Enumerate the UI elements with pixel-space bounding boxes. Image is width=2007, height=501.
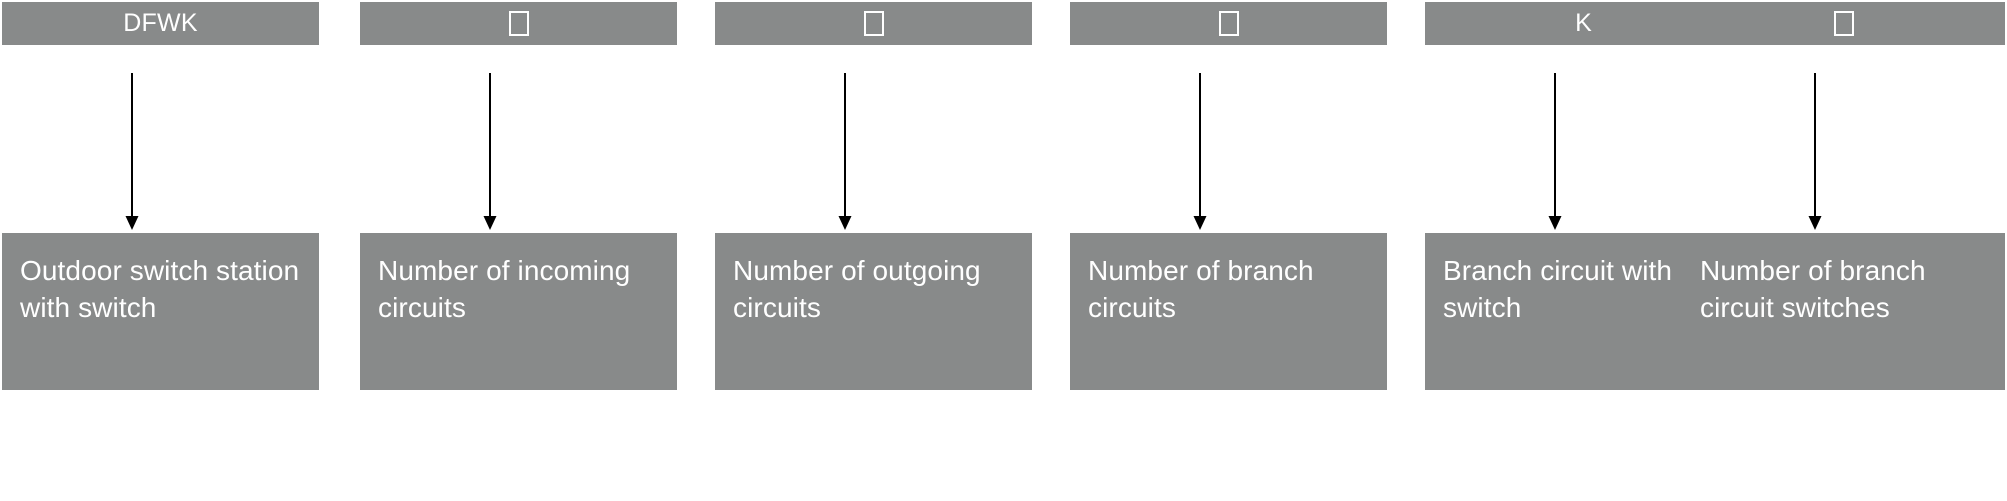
body-box-6[interactable]: Number of branch circuit switches <box>1682 233 2005 390</box>
body-box-1[interactable]: Outdoor switch station with switch <box>2 233 319 390</box>
down-arrow-5 <box>1548 73 1562 231</box>
body-box-3[interactable]: Number of outgoing circuits <box>715 233 1032 390</box>
body-label-6: Number of branch circuit switches <box>1700 255 1926 323</box>
diagram-column-6: □ Number of branch circuit switches <box>1682 0 2005 501</box>
header-box-1[interactable]: DFWK <box>2 2 319 45</box>
header-box-3[interactable]: □ <box>715 2 1032 45</box>
body-label-5: Branch circuit with switch <box>1443 255 1673 323</box>
header-box-4[interactable]: □ <box>1070 2 1387 45</box>
down-arrow-3 <box>838 73 852 231</box>
body-label-3: Number of outgoing circuits <box>733 255 981 323</box>
body-label-4: Number of branch circuits <box>1088 255 1314 323</box>
header-label-5: K <box>1575 9 1592 37</box>
header-box-2[interactable]: □ <box>360 2 677 45</box>
header-box-6[interactable]: □ <box>1682 2 2005 45</box>
diagram-column-2: □ Number of incoming circuits <box>360 0 677 501</box>
down-arrow-4 <box>1193 73 1207 231</box>
diagram-column-4: □ Number of branch circuits <box>1070 0 1387 501</box>
tofu-glyph-icon-6 <box>1833 11 1854 36</box>
body-label-1: Outdoor switch station with switch <box>20 255 300 323</box>
diagram-column-1: DFWK Outdoor switch station with switch <box>2 0 319 501</box>
down-arrow-6 <box>1808 73 1822 231</box>
tofu-glyph-icon-2 <box>508 11 529 36</box>
body-box-2[interactable]: Number of incoming circuits <box>360 233 677 390</box>
down-arrow-1 <box>125 73 139 231</box>
body-label-2: Number of incoming circuits <box>378 255 631 323</box>
down-arrow-2 <box>483 73 497 231</box>
tofu-glyph-icon-3 <box>863 11 884 36</box>
diagram-column-3: □ Number of outgoing circuits <box>715 0 1032 501</box>
tofu-glyph-icon-4 <box>1218 11 1239 36</box>
header-label-1: DFWK <box>123 9 198 37</box>
body-box-4[interactable]: Number of branch circuits <box>1070 233 1387 390</box>
